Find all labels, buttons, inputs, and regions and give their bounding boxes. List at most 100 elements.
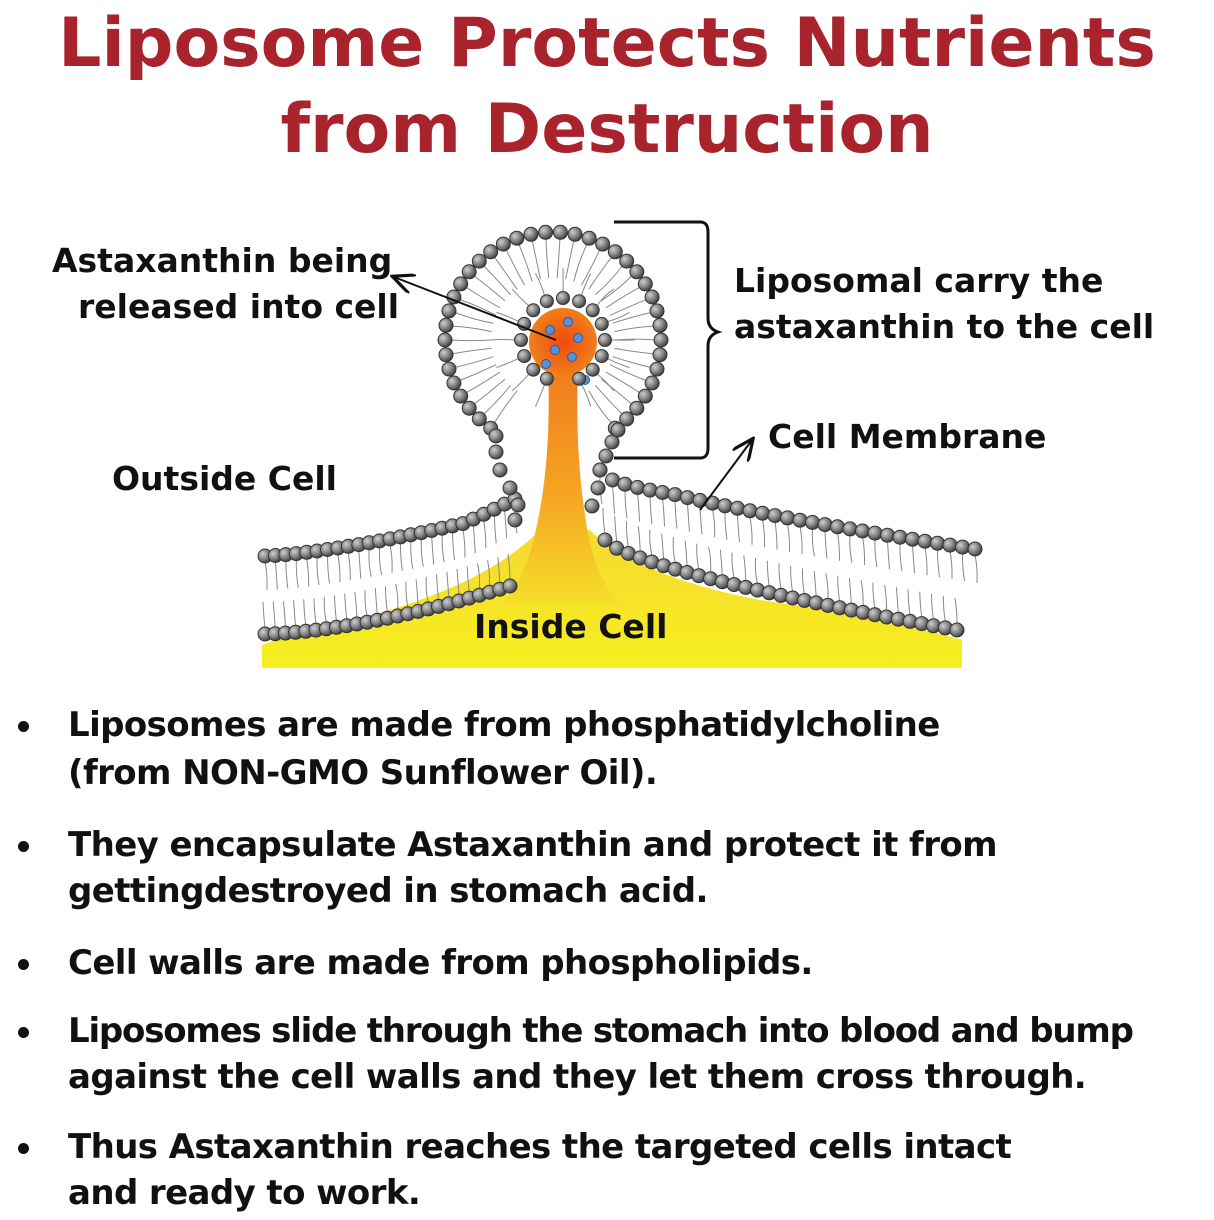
phospholipid-tail xyxy=(286,561,288,589)
bullet-text-line1: Thus Astaxanthin reaches the targeted ce… xyxy=(68,1124,1011,1171)
phospholipid-tail xyxy=(474,379,505,404)
phospholipid-tail xyxy=(779,563,781,589)
phospholipid-tail xyxy=(614,326,654,332)
phospholipid-head xyxy=(582,231,596,245)
phospholipid-tail xyxy=(566,240,574,279)
phospholipid-tail xyxy=(607,358,629,367)
phospholipid-head xyxy=(493,463,507,477)
phospholipid-head xyxy=(515,334,528,347)
phospholipid-head xyxy=(553,225,567,239)
phospholipid-tail xyxy=(673,537,675,563)
phospholipid-tail xyxy=(775,522,777,550)
phospholipid-head xyxy=(818,518,832,532)
phospholipid-head xyxy=(668,488,682,502)
phospholipid-tail xyxy=(744,555,746,581)
phospholipid-tail xyxy=(294,600,296,626)
phospholipid-tail xyxy=(955,598,957,624)
phospholipid-tail xyxy=(459,299,496,315)
phospholipid-tail xyxy=(451,340,491,341)
phospholipid-tail xyxy=(908,589,910,615)
phospholipid-head xyxy=(599,449,613,463)
phospholipid-tail xyxy=(581,384,590,406)
phospholipid-tail xyxy=(601,276,632,301)
phospholipid-tail xyxy=(442,534,444,562)
bullet-text-line1: Cell walls are made from phospholipids. xyxy=(68,940,813,987)
phospholipid-head xyxy=(956,540,970,554)
phospholipid-tail xyxy=(348,552,350,580)
phospholipid-tail xyxy=(614,348,654,354)
phospholipid-tail xyxy=(850,535,852,563)
phospholipid-head xyxy=(454,389,468,403)
phospholipid-tail xyxy=(814,571,816,597)
phospholipid-tail xyxy=(800,526,802,554)
phospholipid-tail xyxy=(375,588,377,614)
phospholipid-tail xyxy=(595,266,622,295)
phospholipid-head xyxy=(573,372,586,385)
phospholipid-tail xyxy=(662,534,664,560)
bullet-dot-icon xyxy=(18,959,29,970)
phospholipid-tail xyxy=(663,499,665,527)
phospholipid-head xyxy=(620,254,634,268)
phospholipid-tail xyxy=(849,578,851,604)
phospholipid-tail xyxy=(582,249,600,285)
phospholipid-tail xyxy=(338,554,340,582)
phospholipid-tail xyxy=(613,486,615,514)
phospholipid-tail xyxy=(638,493,640,521)
phospholipid-tail xyxy=(506,249,524,285)
phospholipid-tail xyxy=(335,595,337,621)
phospholipid-head xyxy=(573,295,586,308)
phospholipid-tail xyxy=(603,508,605,534)
phospholipid-head xyxy=(585,499,599,513)
phospholipid-head xyxy=(599,334,612,347)
phospholipid-tail xyxy=(650,530,652,556)
phospholipid-head xyxy=(645,376,659,390)
phospholipid-head xyxy=(540,295,553,308)
phospholipid-tail xyxy=(875,539,877,567)
phospholipid-head xyxy=(918,534,932,548)
phospholipid-tail xyxy=(390,545,392,573)
phospholipid-tail xyxy=(505,510,507,538)
phospholipid-tail xyxy=(812,528,814,556)
phospholipid-head xyxy=(743,504,757,518)
phospholipid-tail xyxy=(532,240,540,279)
phospholipid-head xyxy=(856,524,870,538)
phospholipid-tail xyxy=(452,348,492,354)
label-cell-membrane: Cell Membrane xyxy=(768,414,1046,460)
phospholipid-tail xyxy=(275,562,277,590)
phospholipid-tail xyxy=(920,592,922,618)
phospholipid-head xyxy=(643,483,657,497)
bullet-dot-icon xyxy=(18,1027,29,1038)
phospholipid-head xyxy=(518,350,531,363)
phospholipid-tail xyxy=(574,244,587,282)
phospholipid-tail xyxy=(497,358,519,367)
phospholipid-tail xyxy=(615,516,617,542)
phospholipid-head xyxy=(893,530,907,544)
phospholipid-tail xyxy=(296,560,298,588)
phospholipid-tail xyxy=(328,556,330,584)
phospholipid-head xyxy=(906,532,920,546)
phospholipid-head xyxy=(598,533,612,547)
phospholipid-tail xyxy=(307,558,309,586)
phospholipid-head xyxy=(539,225,553,239)
phospholipid-tail xyxy=(685,541,687,567)
phospholipid-tail xyxy=(688,504,690,532)
phospholipid-tail xyxy=(379,547,381,575)
phospholipid-head xyxy=(606,473,620,487)
phospholipid-tail xyxy=(962,553,964,581)
phospholipid-head xyxy=(568,227,582,241)
phospholipid-head xyxy=(596,237,610,251)
bullet-text-line2: gettingdestroyed in stomach acid. xyxy=(68,868,708,915)
phospholipid-tail xyxy=(484,520,486,548)
phospholipid-tail xyxy=(519,244,532,282)
phospholipid-tail xyxy=(885,585,887,611)
phospholipid-tail xyxy=(613,357,652,368)
phospholipid-head xyxy=(489,429,503,443)
phospholipid-tail xyxy=(453,532,455,560)
phospholipid-tail xyxy=(452,326,492,332)
phospholipid-head xyxy=(503,481,517,495)
phospholipid-tail xyxy=(900,543,902,571)
phospholipid-head xyxy=(931,536,945,550)
phospholipid-head xyxy=(768,509,782,523)
phospholipid-head xyxy=(511,498,525,512)
phospholipid-head xyxy=(650,304,664,318)
